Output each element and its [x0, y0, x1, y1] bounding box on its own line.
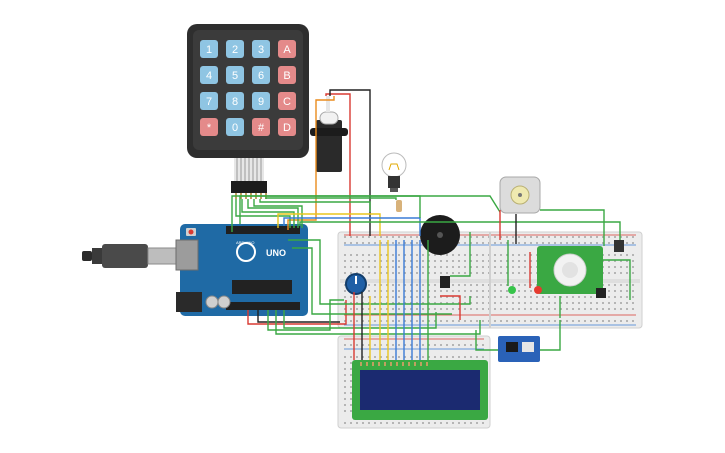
keypad-key-label: B: [283, 70, 290, 82]
keypad-key-label: 5: [232, 70, 238, 82]
keypad-key-label: *: [207, 122, 212, 134]
arduino-logo-icon: [236, 242, 256, 262]
reset-button[interactable]: [188, 229, 194, 235]
pir-sensor: [537, 246, 603, 294]
keypad-ribbon-cable: [231, 158, 267, 199]
keypad-key[interactable]: [252, 66, 270, 84]
keypad-key[interactable]: [278, 92, 296, 110]
keypad-key[interactable]: [200, 118, 218, 136]
keypad-key-label: D: [283, 122, 291, 134]
gas-sensor-module: [614, 240, 624, 252]
keypad-key[interactable]: [278, 118, 296, 136]
keypad-key-label: #: [258, 122, 265, 134]
keypad-key[interactable]: [252, 92, 270, 110]
wires: [231, 89, 631, 360]
keypad-key[interactable]: [252, 118, 270, 136]
keypad-key[interactable]: [200, 40, 218, 58]
keypad-key-label: 0: [232, 122, 238, 134]
light-bulb: [381, 152, 407, 192]
keypad-key[interactable]: [278, 40, 296, 58]
keypad-key[interactable]: [226, 40, 244, 58]
resistor: [396, 200, 402, 212]
keypad-key-label: A: [283, 44, 291, 56]
keypad-key[interactable]: [278, 66, 296, 84]
keypad[interactable]: 1 2 3 A 4 5 6 B 7 8 9 C * 0 # D: [187, 24, 309, 158]
keypad-key-label: 1: [206, 44, 212, 56]
keypad-key[interactable]: [226, 118, 244, 136]
lcd-display: [352, 360, 488, 420]
transistor: [440, 276, 450, 288]
red-led: [534, 286, 542, 294]
keypad-key-label: 8: [232, 96, 238, 108]
keypad-key-label: 9: [258, 96, 264, 108]
keypad-key-label: 7: [206, 96, 212, 108]
keypad-key[interactable]: [200, 92, 218, 110]
usb-cable: [82, 244, 183, 268]
dc-motor: [499, 176, 541, 214]
mosfet: [596, 288, 606, 298]
servo-motor: [310, 96, 348, 172]
arduino-uno-board[interactable]: UNO ARDUINO: [175, 224, 308, 316]
wifi-module: [498, 336, 540, 362]
board-model-label: UNO: [266, 248, 286, 258]
keypad-key-label: 2: [232, 44, 238, 56]
keypad-key-label: 6: [258, 70, 264, 82]
keypad-key-label: 4: [206, 70, 212, 82]
potentiometer: [345, 273, 367, 295]
keypad-key[interactable]: [226, 66, 244, 84]
keypad-key-label: C: [283, 96, 291, 108]
piezo-buzzer: [420, 215, 460, 255]
keypad-key[interactable]: [226, 92, 244, 110]
board-logo-label: ARDUINO: [236, 240, 254, 245]
keypad-key[interactable]: [252, 40, 270, 58]
keypad-key-label: 3: [258, 44, 264, 56]
green-led: [508, 286, 516, 294]
keypad-key[interactable]: [200, 66, 218, 84]
